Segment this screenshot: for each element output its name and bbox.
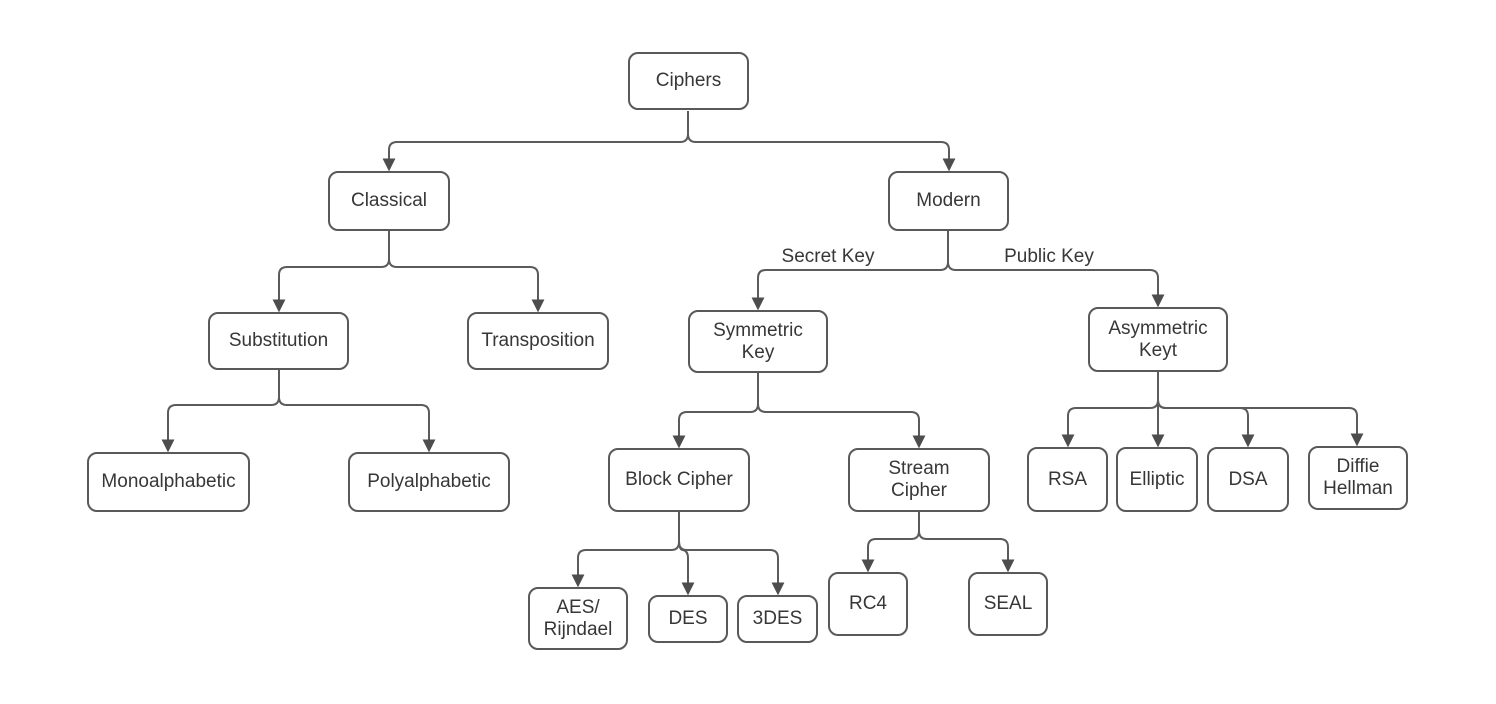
edge-label-public-key: Public Key — [1004, 246, 1094, 267]
edge-symmetric-stream-cipher — [757, 373, 926, 449]
edge-modern-asymmetric — [947, 231, 1165, 308]
node-modern: Modern — [888, 171, 1009, 231]
edge-substitution-monoalphabetic — [161, 370, 280, 453]
edge-ciphers-modern — [687, 111, 956, 172]
edge-classical-transposition — [388, 231, 545, 313]
node-asymmetric-keyt: Asymmetric Keyt — [1088, 307, 1228, 372]
node-monoalphabetic: Monoalphabetic — [87, 452, 250, 512]
edge-label-secret-key: Secret Key — [781, 246, 875, 267]
node-block-cipher: Block Cipher — [608, 448, 750, 512]
edge-block-3des — [678, 512, 785, 596]
edge-symmetric-block-cipher — [672, 373, 759, 449]
node-transposition: Transposition — [467, 312, 609, 370]
edge-asymmetric-dsa — [1157, 372, 1255, 448]
node-classical: Classical — [328, 171, 450, 231]
edge-asymmetric-diffie-hellman — [1157, 372, 1364, 447]
node-seal: SEAL — [968, 572, 1048, 636]
edge-ciphers-classical — [382, 111, 689, 172]
node-ciphers: Ciphers — [628, 52, 749, 110]
node-aes-rijndael: AES/ Rijndael — [528, 587, 628, 650]
edge-block-aes-rijndael — [571, 512, 680, 588]
edge-stream-seal — [918, 512, 1015, 573]
node-polyalphabetic: Polyalphabetic — [348, 452, 510, 512]
node-3des: 3DES — [737, 595, 818, 643]
edge-substitution-polyalphabetic — [278, 370, 436, 453]
edge-stream-rc4 — [861, 512, 920, 573]
edge-classical-substitution — [272, 231, 390, 313]
node-des: DES — [648, 595, 728, 643]
node-substitution: Substitution — [208, 312, 349, 370]
node-stream-cipher: Stream Cipher — [848, 448, 990, 512]
node-rc4: RC4 — [828, 572, 908, 636]
edge-asymmetric-rsa — [1061, 372, 1159, 448]
node-dsa: DSA — [1207, 447, 1289, 512]
node-elliptic: Elliptic — [1116, 447, 1198, 512]
node-rsa: RSA — [1027, 447, 1108, 512]
node-symmetric-key: Symmetric Key — [688, 310, 828, 373]
node-diffie-hellman: Diffie Hellman — [1308, 446, 1408, 510]
